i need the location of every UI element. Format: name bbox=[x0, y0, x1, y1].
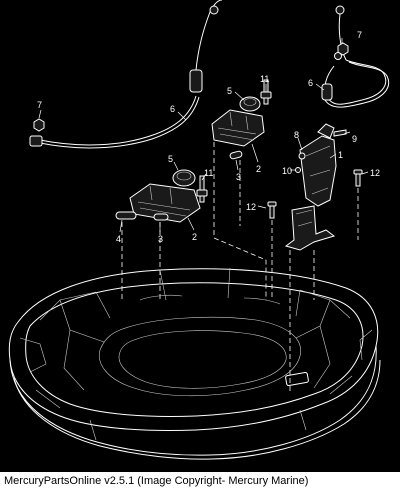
middle-pin bbox=[153, 213, 169, 221]
callout-6-right: 6 bbox=[308, 78, 313, 88]
callout-11-top: 11 bbox=[260, 74, 269, 84]
upper-bumper bbox=[239, 96, 261, 112]
left-cable-top-fitting bbox=[209, 5, 219, 15]
right-cable-top-fitting bbox=[335, 5, 345, 15]
nut-8 bbox=[298, 152, 306, 160]
nut-7-left bbox=[33, 118, 45, 132]
support-bracket bbox=[284, 205, 336, 251]
callout-7-right: 7 bbox=[357, 30, 362, 40]
callout-8: 8 bbox=[294, 130, 299, 140]
middle-latch-assembly bbox=[115, 169, 208, 223]
alignment-lines bbox=[121, 142, 359, 392]
upper-pin bbox=[229, 150, 243, 160]
image-caption: MercuryPartsOnline v2.5.1 (Image Copyrig… bbox=[0, 472, 400, 491]
right-cable bbox=[321, 5, 389, 108]
washer-10 bbox=[295, 167, 301, 173]
callout-7-left: 7 bbox=[37, 100, 42, 110]
callout-2-mid: 2 bbox=[192, 232, 197, 242]
callout-3-mid: 3 bbox=[158, 234, 163, 244]
callout-5-top: 5 bbox=[227, 86, 232, 96]
upper-latch-body bbox=[211, 109, 265, 147]
upper-latch-assembly bbox=[211, 79, 272, 160]
callout-10: 10 bbox=[282, 166, 292, 176]
bolt-9 bbox=[333, 129, 347, 137]
middle-bumper bbox=[172, 169, 196, 187]
callout-12-left: 12 bbox=[246, 202, 256, 212]
right-cable-sleeve bbox=[321, 83, 333, 101]
nut-7-right bbox=[337, 42, 349, 56]
callout-12-right: 12 bbox=[370, 168, 380, 178]
callout-1: 1 bbox=[338, 150, 343, 160]
callout-4: 4 bbox=[116, 234, 121, 244]
callout-11-mid: 11 bbox=[204, 168, 213, 178]
handle-bracket-assembly bbox=[267, 123, 363, 251]
pin-4 bbox=[115, 211, 137, 220]
callout-6-left: 6 bbox=[170, 104, 175, 114]
callout-5-mid: 5 bbox=[168, 154, 173, 164]
exploded-parts-diagram: .ln { stroke: #ffffff; fill: none; strok… bbox=[8, 0, 389, 460]
callout-labels: 7 6 7 6 11 5 2 3 5 11 2 3 4 8 9 10 1 12 … bbox=[37, 30, 380, 244]
hull-frame bbox=[8, 267, 381, 460]
left-cable-end-fitting bbox=[29, 135, 43, 147]
left-cable-sleeve bbox=[189, 69, 203, 93]
callout-9: 9 bbox=[352, 134, 357, 144]
lever-1 bbox=[299, 135, 337, 207]
left-cable bbox=[29, 0, 223, 149]
callout-3-top: 3 bbox=[236, 172, 241, 182]
callout-leaders bbox=[38, 38, 369, 233]
callout-2-top: 2 bbox=[256, 164, 261, 174]
